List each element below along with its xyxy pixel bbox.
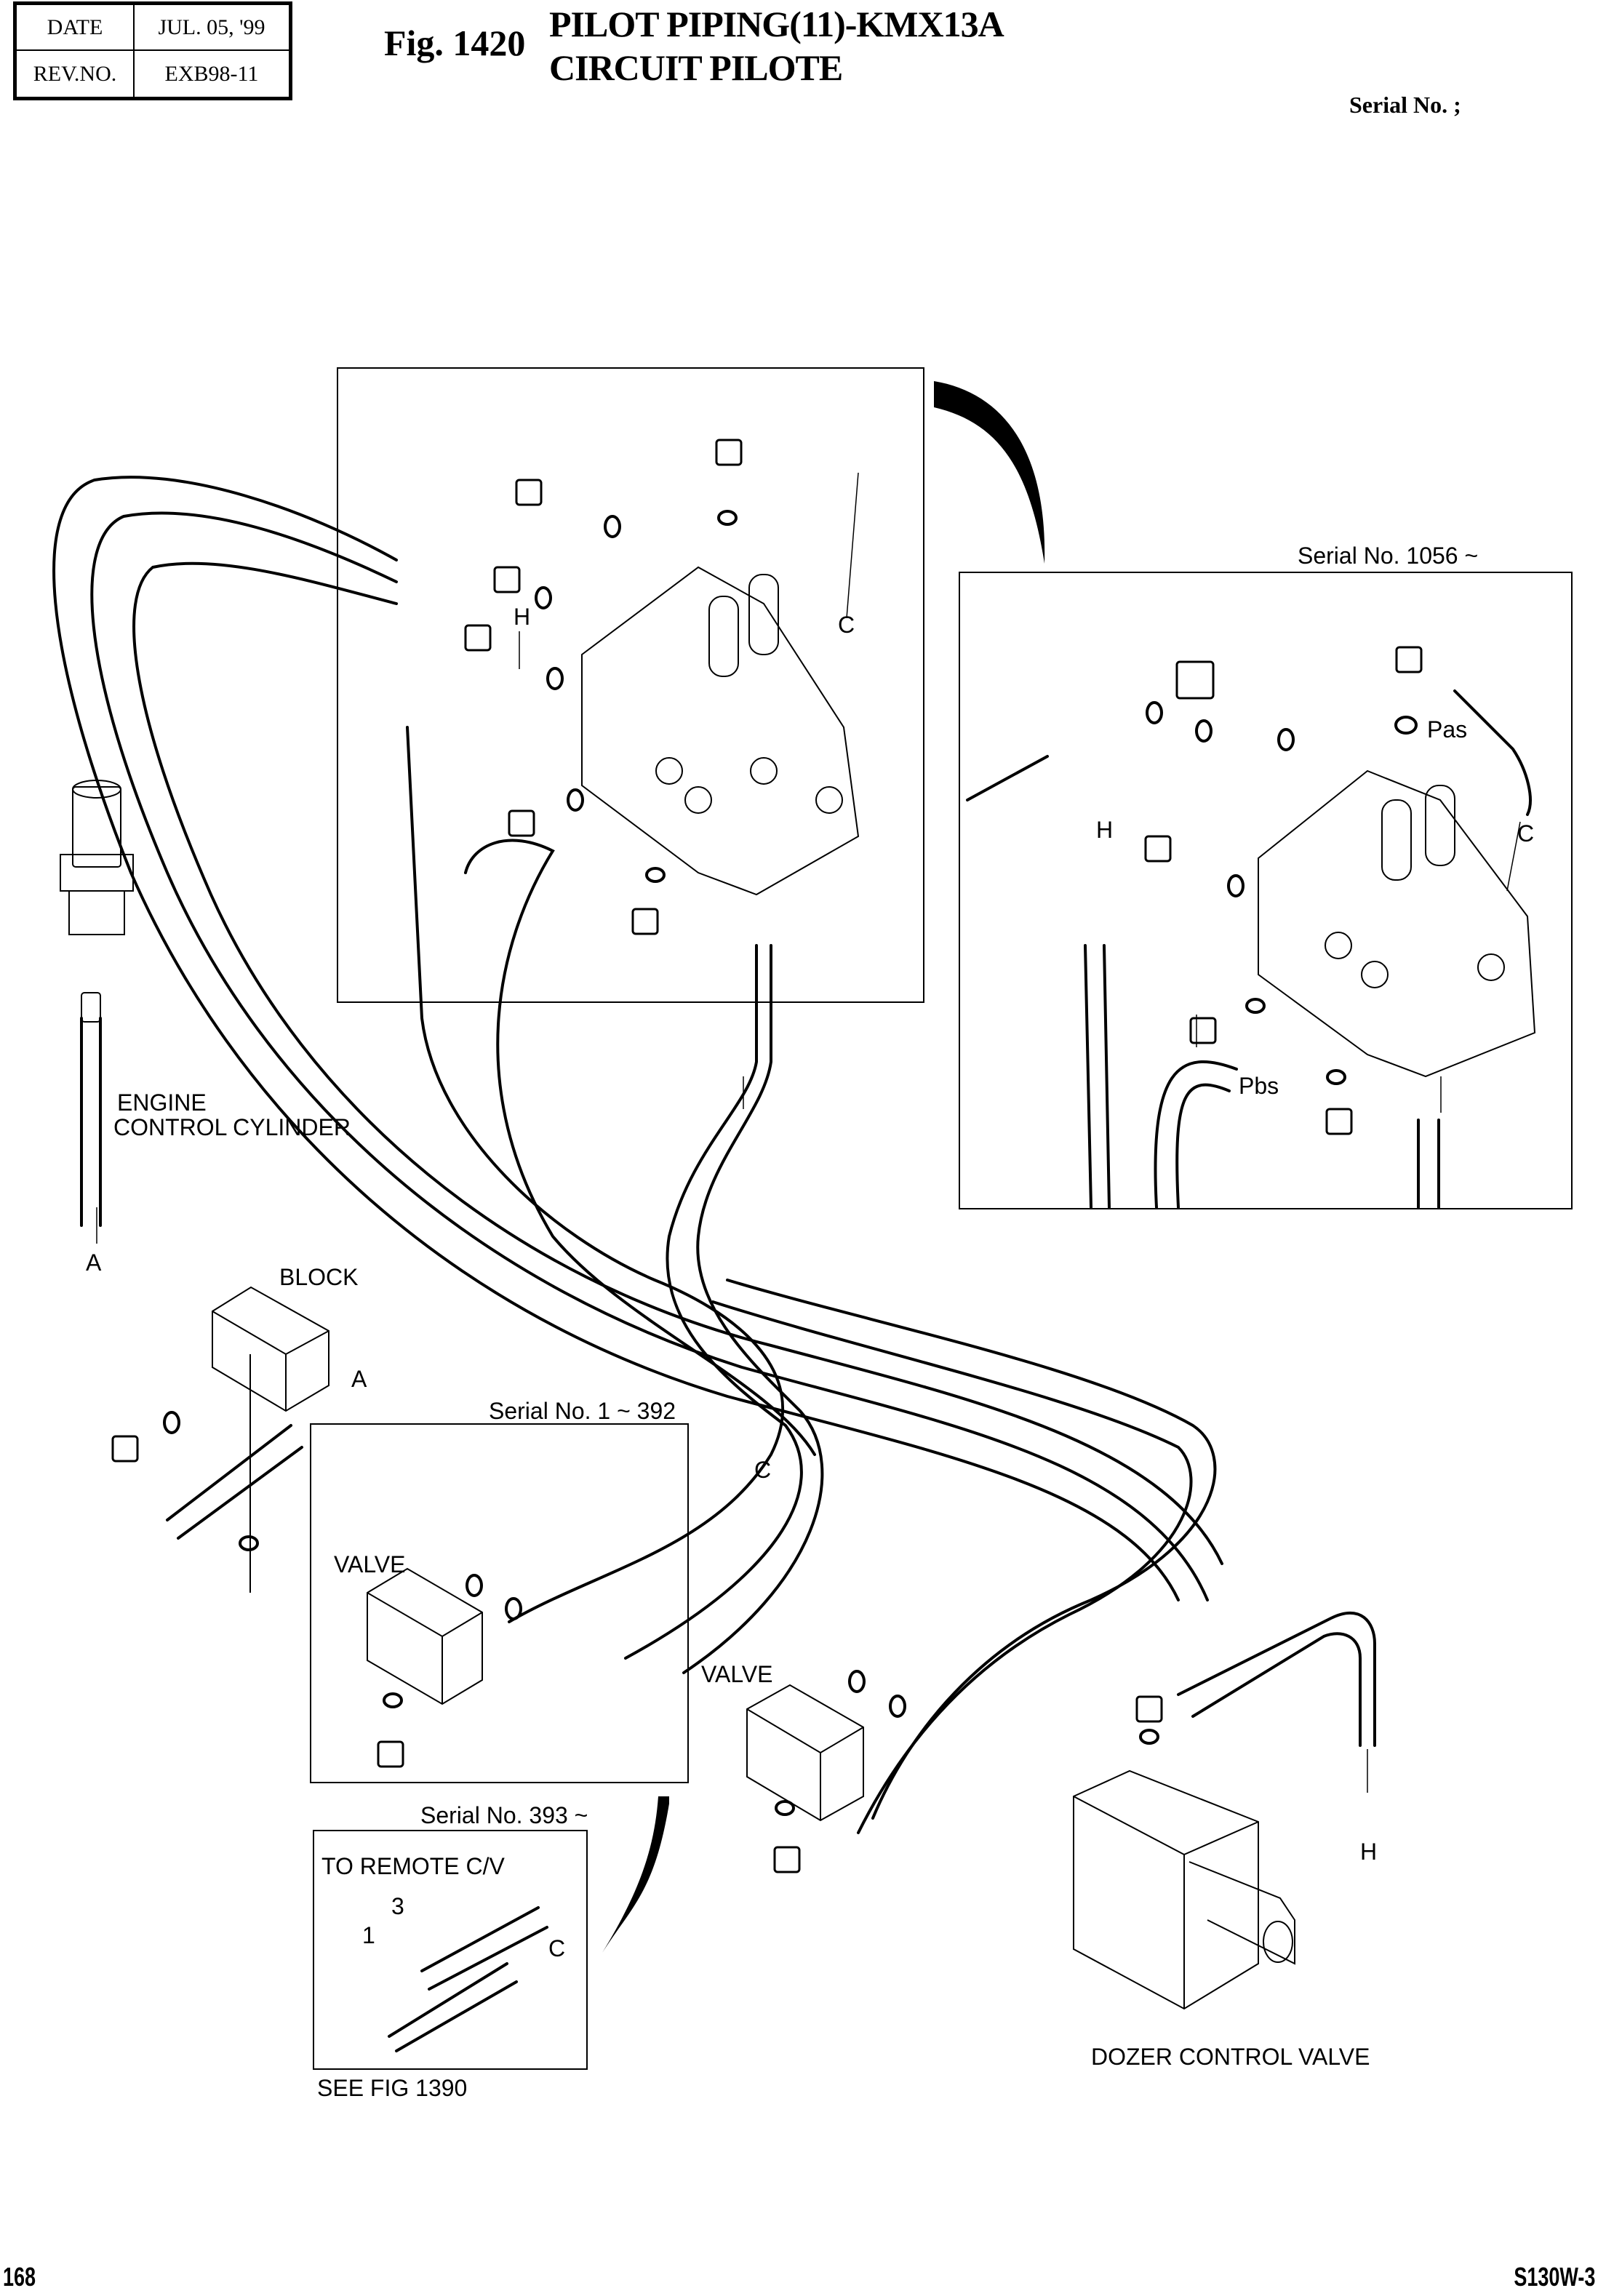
valve-body-left xyxy=(367,1567,483,1705)
page-number: 168 xyxy=(3,2262,36,2292)
inset-393-label-to-remote: TO REMOTE C/V xyxy=(321,1853,505,1879)
hose-dozer-inner xyxy=(1191,1632,1362,1747)
inset-serial-393-box xyxy=(313,1830,588,2070)
valve-center-label: VALVE xyxy=(701,1661,773,1687)
main-valve-box xyxy=(337,367,924,1003)
hose-dozer xyxy=(1177,1611,1376,1747)
engine-label-a: A xyxy=(86,1249,102,1276)
inset-1056-label-c: C xyxy=(1517,820,1535,847)
o-rings xyxy=(163,510,1418,1816)
inset-1-392-caption: Serial No. 1 ~ 392 xyxy=(489,1398,676,1424)
inset-393-port-3: 3 xyxy=(391,1893,404,1919)
engine-label-line1: ENGINE xyxy=(117,1089,207,1116)
block-label: BLOCK xyxy=(279,1264,359,1290)
inset-hose-loop xyxy=(1154,1060,1238,1209)
inset-1056-label-pbs: Pbs xyxy=(1239,1073,1279,1099)
page-subtitle: CIRCUIT PILOTE xyxy=(549,47,843,88)
hose-center-1 xyxy=(406,726,784,1623)
figure-number: Fig. 1420 xyxy=(384,23,526,63)
engine-label-line2: CONTROL CYLINDER xyxy=(113,1114,351,1140)
direction-arc-bottom xyxy=(602,1796,669,1953)
inset-1056-label-pas: Pas xyxy=(1427,716,1468,743)
inset-1056-label-h: H xyxy=(1096,817,1114,843)
hose-left-inner xyxy=(90,511,1209,1601)
leader-lines xyxy=(96,472,1521,1793)
inset-serial-1056-box xyxy=(959,572,1573,1209)
remote-hose-2b xyxy=(395,1980,518,2052)
block-label-a: A xyxy=(351,1366,367,1392)
dozer-label-h: H xyxy=(1360,1839,1378,1865)
hose-right-2 xyxy=(711,1300,1193,1834)
main-box-label-c: C xyxy=(838,612,855,638)
rev-label: REV.NO. xyxy=(33,61,117,86)
date-label: DATE xyxy=(17,5,133,51)
rev-value: EXB98-11 xyxy=(133,51,289,97)
inset-1056-caption: Serial No. 1056 ~ xyxy=(1298,543,1479,569)
hose-left-outer xyxy=(52,476,1180,1601)
inset-393-label-c: C xyxy=(548,1935,566,1961)
inset-hose-left xyxy=(966,755,1049,801)
page-title: PILOT PIPING(11)-KMX13A xyxy=(549,4,1004,44)
inset-393-see-fig: SEE FIG 1390 xyxy=(317,2075,468,2101)
inset-serial-1-392-box xyxy=(310,1423,689,1783)
remote-hose-1b xyxy=(428,1926,548,1991)
remote-hose-2a xyxy=(388,1962,508,2038)
dozer-control-valve-label: DOZER CONTROL VALVE xyxy=(1091,2044,1370,2070)
inset-393-caption: Serial No. 393 ~ xyxy=(420,1802,588,1828)
dozer-control-valve-body xyxy=(1073,1769,1295,2010)
serial-number-label: Serial No. ; xyxy=(1349,92,1461,118)
hose-center-3 xyxy=(624,944,803,1660)
main-control-valve-body xyxy=(581,566,860,896)
inset-hose-c xyxy=(1453,689,1532,816)
valve-body-center xyxy=(746,1684,864,1822)
model-code: S130W-3 xyxy=(1513,2262,1595,2292)
hose-right xyxy=(726,1279,1217,1820)
inset-1-392-label-valve: VALVE xyxy=(334,1551,406,1577)
main-box-label-h: H xyxy=(514,604,531,630)
inset-393-port-1: 1 xyxy=(362,1922,375,1948)
hose-center-4 xyxy=(682,944,824,1674)
block-hose-top xyxy=(166,1424,292,1521)
inset-1-392-label-c: C xyxy=(754,1457,772,1483)
block-hose-bottom xyxy=(177,1446,303,1540)
engine-control-cylinder xyxy=(60,780,134,1023)
inset-hose-pbs xyxy=(1417,1119,1440,1209)
revision-table: DATE JUL. 05, '99 REV.NO. EXB98-11 xyxy=(13,1,292,100)
inset-hose-h xyxy=(1084,944,1111,1209)
block-body xyxy=(212,1286,329,1593)
date-value: JUL. 05, '99 xyxy=(133,5,289,51)
direction-arc-top xyxy=(934,381,1045,564)
elbow-fittings xyxy=(111,439,1423,1873)
remote-hose-1a xyxy=(420,1906,540,1972)
inset-control-valve-body xyxy=(1258,769,1536,1078)
hose-left-2-outer xyxy=(132,561,1223,1565)
